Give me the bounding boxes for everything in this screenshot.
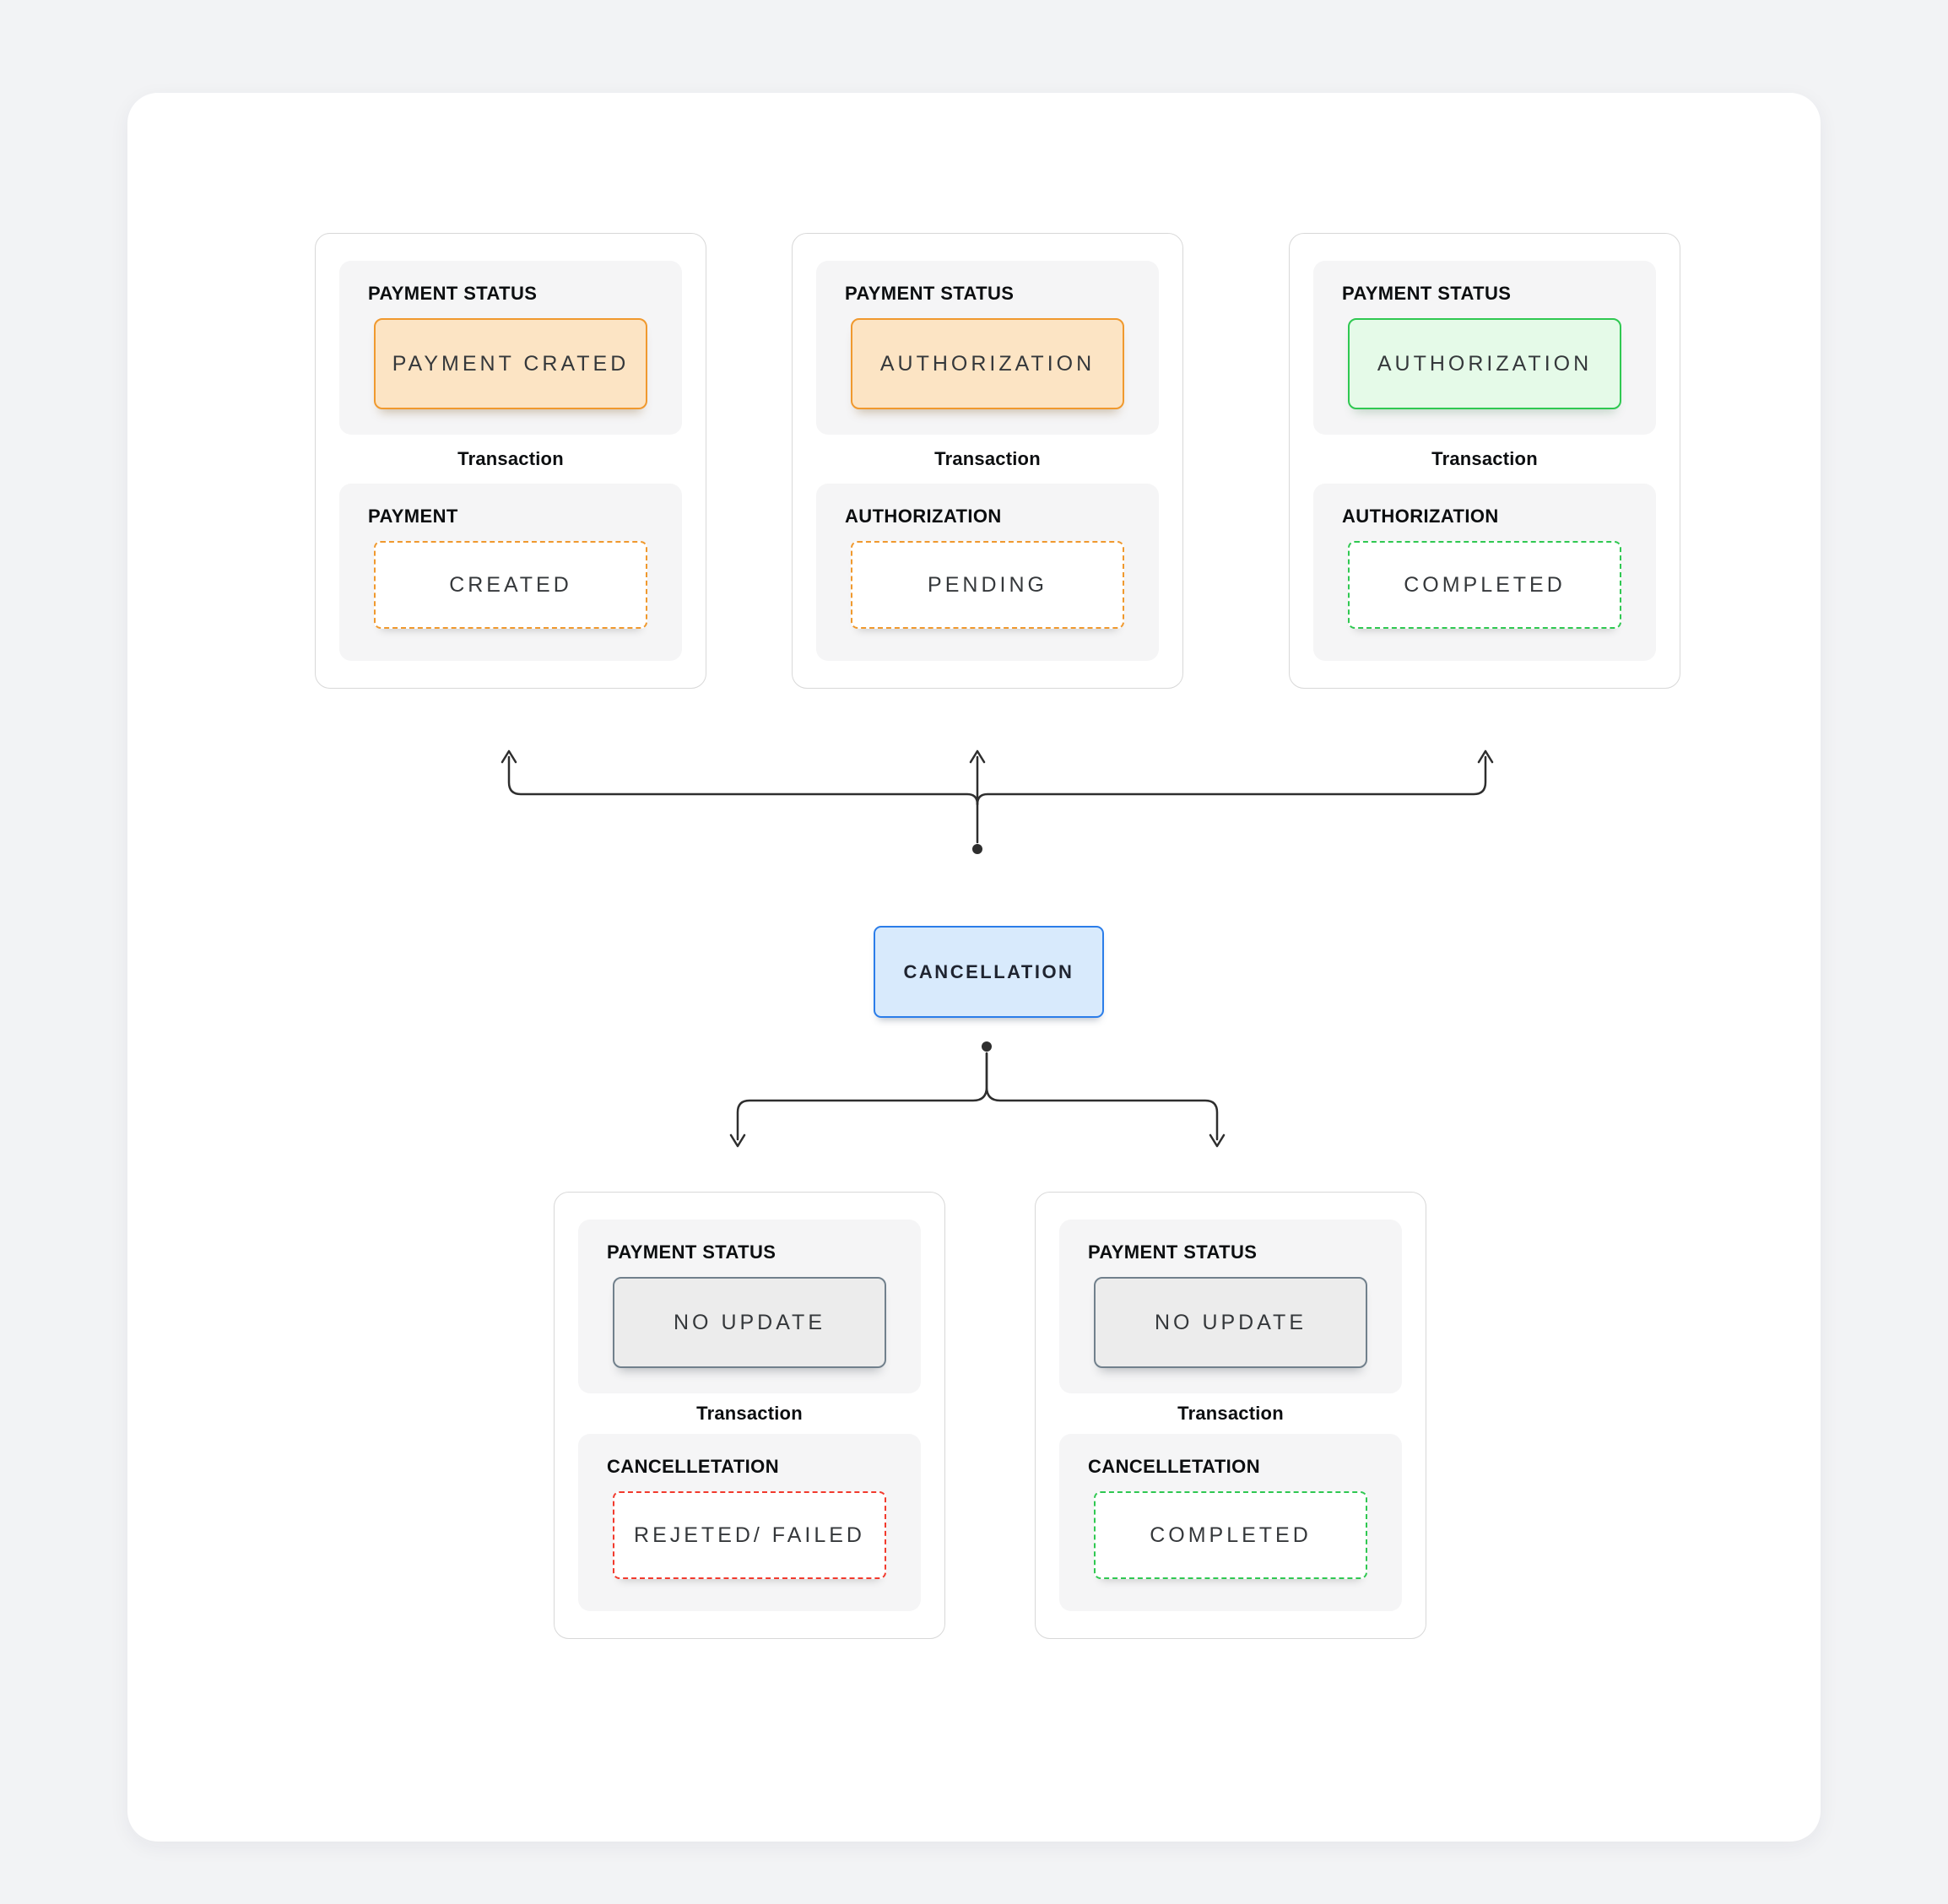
- state-card-cancellation-rejected: PAYMENT STATUS NO UPDATE Transaction CAN…: [554, 1192, 945, 1639]
- transaction-pill-pending: PENDING: [851, 541, 1124, 629]
- arrowhead-up-left: [501, 749, 517, 764]
- payment-status-panel: PAYMENT STATUS NO UPDATE: [1059, 1220, 1402, 1393]
- transaction-caption: Transaction: [457, 448, 564, 469]
- panel-label: AUTHORIZATION: [845, 506, 1002, 527]
- transaction-panel: PAYMENT CREATED: [339, 484, 682, 661]
- transaction-caption: Transaction: [934, 448, 1041, 469]
- connector-down-right: [985, 1052, 1219, 1141]
- connector-down-left: [736, 1052, 988, 1141]
- status-pill-no-update: NO UPDATE: [613, 1277, 886, 1368]
- arrowhead-up-center: [969, 749, 986, 764]
- panel-label: PAYMENT STATUS: [368, 283, 538, 304]
- payment-status-panel: PAYMENT STATUS PAYMENT CRATED: [339, 261, 682, 435]
- status-pill-authorization: AUTHORIZATION: [851, 318, 1124, 409]
- state-card-payment-created: PAYMENT STATUS PAYMENT CRATED Transactio…: [315, 233, 706, 689]
- transaction-panel: CANCELLETATION REJETED/ FAILED: [578, 1434, 921, 1611]
- panel-label: PAYMENT STATUS: [1342, 283, 1512, 304]
- transaction-panel: CANCELLETATION COMPLETED: [1059, 1434, 1402, 1611]
- panel-label: CANCELLETATION: [1088, 1456, 1260, 1477]
- cancellation-node: CANCELLATION: [874, 926, 1104, 1018]
- transaction-caption-row: Transaction: [339, 435, 682, 484]
- arrowhead-up-right: [1477, 749, 1494, 764]
- transaction-caption: Transaction: [696, 1403, 803, 1424]
- panel-label: AUTHORIZATION: [1342, 506, 1499, 527]
- transaction-caption-row: Transaction: [816, 435, 1159, 484]
- transaction-caption-row: Transaction: [578, 1393, 921, 1434]
- transaction-pill-rejected-failed: REJETED/ FAILED: [613, 1491, 886, 1579]
- transaction-caption: Transaction: [1177, 1403, 1284, 1424]
- status-pill-authorization: AUTHORIZATION: [1348, 318, 1621, 409]
- panel-label: PAYMENT STATUS: [845, 283, 1015, 304]
- status-pill-payment-created: PAYMENT CRATED: [374, 318, 647, 409]
- connector-up-left: [507, 755, 979, 844]
- state-card-authorization-completed: PAYMENT STATUS AUTHORIZATION Transaction…: [1289, 233, 1680, 689]
- state-card-cancellation-completed: PAYMENT STATUS NO UPDATE Transaction CAN…: [1035, 1192, 1426, 1639]
- transaction-pill-completed: COMPLETED: [1348, 541, 1621, 629]
- payment-status-panel: PAYMENT STATUS NO UPDATE: [578, 1220, 921, 1393]
- transaction-panel: AUTHORIZATION PENDING: [816, 484, 1159, 661]
- transaction-caption: Transaction: [1431, 448, 1538, 469]
- transaction-caption-row: Transaction: [1059, 1393, 1402, 1434]
- payment-status-panel: PAYMENT STATUS AUTHORIZATION: [1313, 261, 1656, 435]
- connector-dot-bottom: [982, 1041, 992, 1052]
- state-card-authorization-pending: PAYMENT STATUS AUTHORIZATION Transaction…: [792, 233, 1183, 689]
- arrowhead-down-right: [1209, 1133, 1226, 1148]
- transaction-caption-row: Transaction: [1313, 435, 1656, 484]
- transaction-pill-created: CREATED: [374, 541, 647, 629]
- panel-label: PAYMENT STATUS: [607, 1241, 776, 1263]
- connector-dot-top: [972, 844, 982, 854]
- transaction-panel: AUTHORIZATION COMPLETED: [1313, 484, 1656, 661]
- connector-up-right: [976, 755, 1487, 806]
- panel-label: PAYMENT STATUS: [1088, 1241, 1258, 1263]
- transaction-pill-completed: COMPLETED: [1094, 1491, 1367, 1579]
- status-pill-no-update: NO UPDATE: [1094, 1277, 1367, 1368]
- panel-label: CANCELLETATION: [607, 1456, 779, 1477]
- panel-label: PAYMENT: [368, 506, 458, 527]
- payment-status-panel: PAYMENT STATUS AUTHORIZATION: [816, 261, 1159, 435]
- arrowhead-down-left: [729, 1133, 746, 1148]
